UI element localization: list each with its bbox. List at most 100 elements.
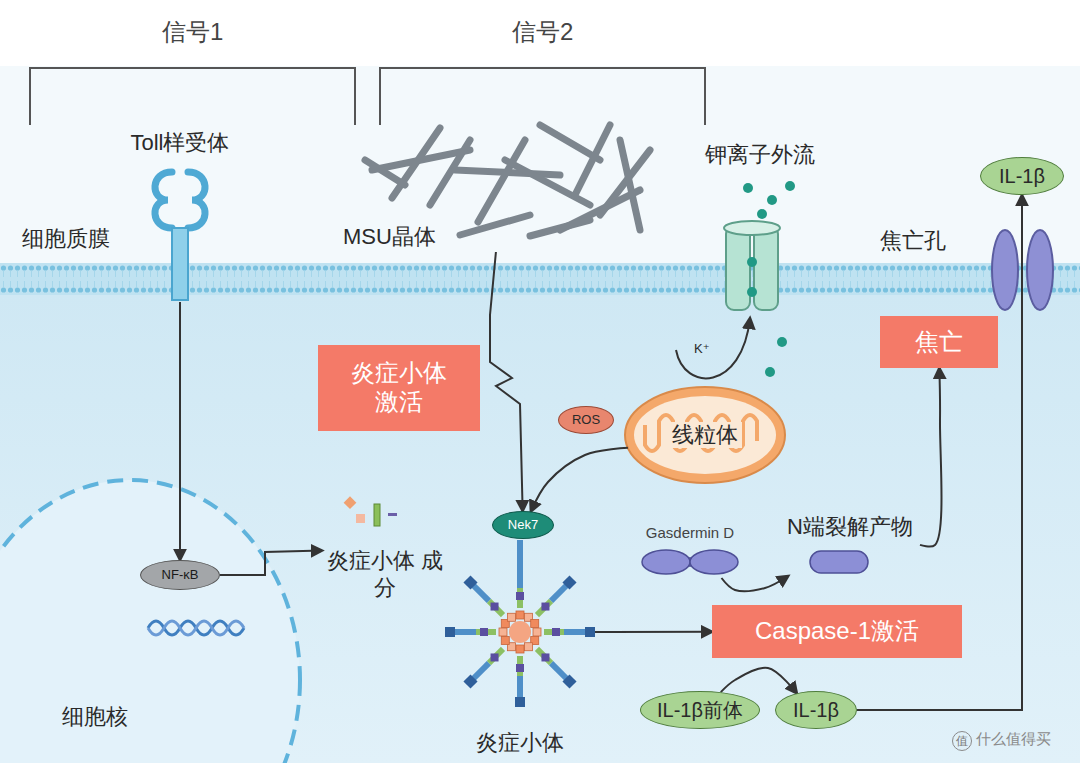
process-box: 炎症小体 激活 — [318, 345, 480, 431]
node-text: Caspase-1激活 — [755, 617, 919, 646]
signal-label: 信号1 — [162, 18, 223, 47]
spoke — [489, 649, 503, 663]
protein-fragment: N端裂解产物 — [780, 512, 920, 576]
domain — [541, 653, 549, 661]
connector-arrow — [179, 302, 181, 560]
inflammasome-components — [344, 496, 397, 526]
potassium-ions — [743, 181, 795, 377]
core-subunit — [516, 611, 524, 619]
domain — [491, 603, 499, 611]
spoke — [517, 656, 523, 676]
domain — [445, 627, 455, 637]
gasdermin-d — [642, 550, 738, 574]
core-subunit — [508, 613, 516, 621]
connector-arrow — [220, 551, 322, 575]
cytokine-ellipse: IL-1β — [775, 691, 857, 729]
component-group: 炎症小体 成分 — [322, 495, 448, 603]
domain — [562, 674, 576, 688]
crystal-group: MSU晶体 — [340, 112, 665, 252]
connector-arrow — [490, 252, 523, 511]
connector-arrow — [920, 368, 942, 547]
toll-receptor — [155, 172, 205, 300]
domain — [585, 627, 595, 637]
spoke — [537, 601, 551, 615]
spoke — [544, 629, 564, 635]
connector-arrow — [595, 631, 712, 633]
core-subunit — [499, 628, 507, 636]
cytokine-ellipse: IL-1β前体 — [640, 691, 760, 729]
kinase-ellipse: Nek7 — [492, 511, 554, 539]
bracket — [30, 68, 355, 125]
core-subunit — [533, 628, 541, 636]
spoke — [489, 601, 503, 615]
core — [509, 621, 531, 643]
signal-label: 信号2 — [512, 18, 573, 47]
connector-arrow — [721, 668, 797, 693]
domain — [463, 674, 477, 688]
receptor: Toll样受体 — [115, 128, 245, 302]
node-text: ROS — [572, 412, 600, 428]
spoke — [517, 588, 523, 608]
domain — [562, 575, 576, 589]
domain — [515, 697, 525, 707]
efflux-arrow — [676, 318, 750, 378]
node-text: Toll样受体 — [115, 130, 245, 156]
pore: 焦亡孔 — [876, 225, 1060, 315]
membrane-label: 细胞质膜 — [22, 226, 110, 252]
node-text: NF-κB — [162, 567, 199, 583]
watermark-logo: 值 — [952, 731, 972, 751]
process-box: 焦亡 — [880, 316, 998, 368]
msu-crystals — [365, 125, 650, 236]
core-subunit — [516, 645, 524, 653]
node-text: IL-1β — [999, 164, 1045, 188]
domain — [516, 664, 524, 672]
spoke — [537, 649, 551, 663]
protein: Gasdermin D — [626, 522, 754, 578]
spoke — [517, 540, 523, 588]
membrane — [0, 263, 1080, 295]
organelle: 线粒体 — [625, 387, 785, 483]
inflammasome — [445, 540, 595, 707]
cytokine-ellipse: IL-1β — [980, 157, 1064, 195]
potassium-channel — [724, 221, 780, 310]
n-terminal-fragment — [810, 551, 868, 573]
node-text: 炎症小体 — [445, 730, 595, 756]
node-text: MSU晶体 — [343, 224, 436, 250]
process-box: Caspase-1激活 — [712, 605, 962, 658]
inflammasome: 炎症小体 — [445, 555, 595, 710]
node-text: IL-1β前体 — [657, 698, 743, 722]
watermark: 什么值得买 — [976, 730, 1051, 748]
node-text: Nek7 — [508, 517, 538, 533]
node-text: N端裂解产物 — [780, 514, 920, 540]
domain — [463, 575, 477, 589]
node-text: 线粒体 — [668, 422, 742, 448]
node-text: 细胞核 — [62, 704, 128, 730]
nucleus-outline — [0, 480, 300, 763]
ion-channel: 钾离子外流 — [690, 140, 830, 316]
core-subunit — [501, 637, 509, 645]
factor-ellipse: NF-κB — [140, 560, 220, 590]
domain — [516, 592, 524, 600]
ion-label: K⁺ — [694, 341, 710, 357]
domain — [541, 603, 549, 611]
dna-helix — [148, 621, 244, 635]
connector-arrow — [531, 448, 628, 512]
node-text: 焦亡孔 — [880, 228, 946, 254]
connector-arrow — [722, 576, 789, 591]
domain — [480, 628, 488, 636]
node-text: 炎症小体 激活 — [339, 359, 459, 417]
domain — [491, 653, 499, 661]
ros-ellipse: ROS — [558, 406, 614, 434]
bracket — [380, 68, 705, 125]
node-text: 焦亡 — [915, 328, 963, 357]
node-text: IL-1β — [793, 698, 839, 722]
mitochondrion — [625, 387, 785, 483]
membrane-lipids — [0, 263, 1080, 295]
node-text: 钾离子外流 — [690, 142, 830, 168]
node-text: Gasdermin D — [626, 524, 754, 542]
nucleus: 细胞核 NF-κB — [0, 478, 305, 763]
domain — [552, 628, 560, 636]
spoke — [476, 629, 496, 635]
extracellular-ground — [0, 66, 1080, 263]
